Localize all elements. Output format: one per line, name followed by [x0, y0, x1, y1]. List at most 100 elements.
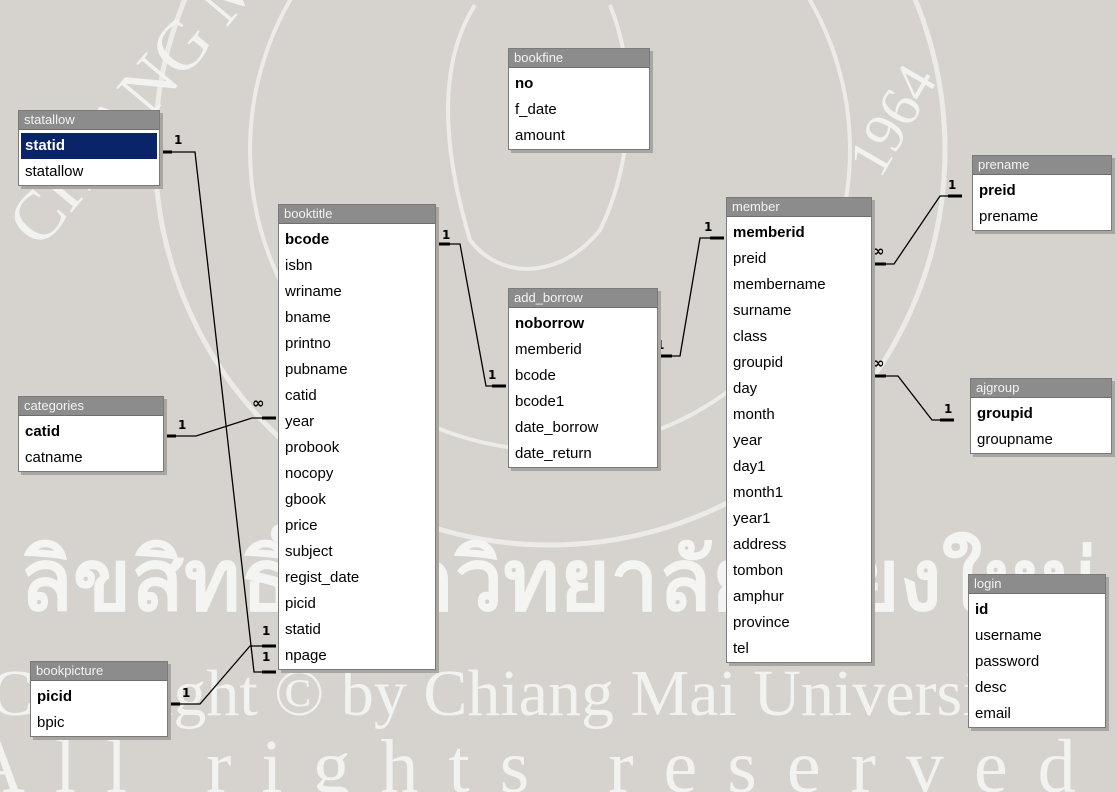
- table-field[interactable]: price: [285, 517, 318, 534]
- primary-key-field[interactable]: catid: [25, 423, 61, 440]
- table-field[interactable]: statid: [285, 621, 321, 638]
- table-field[interactable]: membername: [733, 276, 826, 293]
- primary-key-field[interactable]: picid: [37, 688, 73, 705]
- table-field[interactable]: date_borrow: [515, 419, 599, 436]
- table-field[interactable]: year: [733, 432, 763, 449]
- watermark-thai-text: ลิขสิทธิ์มหาวิทยาลัยเชียงใหม่: [20, 517, 1097, 631]
- table-prename[interactable]: prename preid prename: [972, 155, 1112, 231]
- table-field[interactable]: month: [733, 406, 775, 423]
- table-field[interactable]: memberid: [515, 341, 582, 358]
- table-field[interactable]: bpic: [37, 714, 65, 731]
- card-member-preid-many: ∞: [872, 242, 885, 260]
- table-field[interactable]: username: [975, 627, 1042, 644]
- table-field[interactable]: picid: [285, 595, 316, 612]
- table-field[interactable]: amphur: [733, 588, 784, 605]
- table-title[interactable]: login: [969, 575, 1105, 594]
- rel-booktitle-addborrow: [436, 242, 506, 388]
- table-title[interactable]: ajgroup: [971, 379, 1111, 398]
- rel-member-addborrow: [658, 236, 724, 358]
- table-field[interactable]: day: [733, 380, 758, 397]
- table-field[interactable]: isbn: [285, 257, 313, 274]
- card-member-groupid-many: ∞: [872, 354, 885, 372]
- table-field[interactable]: groupid: [733, 354, 784, 371]
- field-list: id username password desc email: [969, 594, 1105, 727]
- table-add_borrow[interactable]: add_borrow noborrow memberid bcode bcode1 dat…: [508, 288, 658, 468]
- table-field[interactable]: probook: [285, 439, 340, 456]
- table-field[interactable]: groupname: [977, 431, 1053, 448]
- card-booktitle-catid-many: ∞: [252, 394, 265, 412]
- table-field[interactable]: surname: [733, 302, 792, 319]
- table-field[interactable]: year1: [733, 510, 771, 527]
- table-field[interactable]: amount: [515, 127, 566, 144]
- table-field[interactable]: tombon: [733, 562, 784, 579]
- table-field[interactable]: subject: [285, 543, 333, 560]
- field-list: bcode isbn wriname bname printno pubname catid…: [279, 224, 435, 669]
- table-field[interactable]: nocopy: [285, 465, 334, 482]
- table-title[interactable]: member: [727, 198, 871, 217]
- table-login[interactable]: login id username password desc email: [968, 574, 1106, 728]
- card-member-memberid-one: 1: [704, 220, 713, 234]
- table-field[interactable]: tel: [733, 640, 749, 657]
- card-booktitle-bcode-one: 1: [442, 228, 451, 242]
- table-title[interactable]: prename: [973, 156, 1111, 175]
- table-field[interactable]: date_return: [515, 445, 592, 462]
- table-field[interactable]: catname: [25, 449, 83, 466]
- table-field[interactable]: pubname: [285, 361, 348, 378]
- table-field[interactable]: desc: [975, 679, 1007, 696]
- table-field[interactable]: gbook: [285, 491, 326, 508]
- rel-prename-member: [872, 194, 962, 266]
- table-field[interactable]: year: [285, 413, 315, 430]
- table-statallow[interactable]: statallow statid statallow: [18, 110, 160, 186]
- table-title[interactable]: bookpicture: [31, 662, 167, 681]
- table-ajgroup[interactable]: ajgroup groupid groupname: [970, 378, 1112, 454]
- primary-key-field[interactable]: noborrow: [515, 315, 585, 332]
- primary-key-field[interactable]: statid: [21, 133, 157, 159]
- table-field[interactable]: catid: [285, 387, 317, 404]
- table-member[interactable]: member memberid preid membername surname clas…: [726, 197, 872, 663]
- table-title[interactable]: booktitle: [279, 205, 435, 224]
- field-list: statid statallow: [19, 130, 159, 185]
- card-booktitle-picid-one: 1: [262, 624, 271, 638]
- table-title[interactable]: bookfine: [509, 49, 649, 68]
- table-field[interactable]: prename: [979, 208, 1039, 225]
- table-field[interactable]: email: [975, 705, 1011, 722]
- table-bookpicture[interactable]: bookpicture picid bpic: [30, 661, 168, 737]
- table-title[interactable]: categories: [19, 397, 163, 416]
- field-list: groupid groupname: [971, 398, 1111, 453]
- table-field[interactable]: statallow: [25, 163, 84, 180]
- table-booktitle[interactable]: booktitle bcode isbn wriname bname printno pub…: [278, 204, 436, 670]
- primary-key-field[interactable]: no: [515, 75, 534, 92]
- table-title[interactable]: add_borrow: [509, 289, 657, 308]
- watermark-year: 1964: [835, 54, 949, 187]
- primary-key-field[interactable]: id: [975, 601, 989, 618]
- field-list: preid prename: [973, 175, 1111, 230]
- table-field[interactable]: bcode1: [515, 393, 565, 410]
- primary-key-field[interactable]: bcode: [285, 231, 330, 248]
- table-field[interactable]: class: [733, 328, 768, 345]
- table-field[interactable]: f_date: [515, 101, 557, 118]
- table-field[interactable]: bcode: [515, 367, 556, 384]
- table-field[interactable]: password: [975, 653, 1040, 670]
- card-addborrow-bcode-one: 1: [488, 368, 497, 382]
- field-list: memberid preid membername surname class group…: [727, 217, 871, 662]
- primary-key-field[interactable]: preid: [979, 182, 1016, 199]
- table-field[interactable]: day1: [733, 458, 766, 475]
- table-field[interactable]: address: [733, 536, 787, 553]
- table-categories[interactable]: categories catid catname: [18, 396, 164, 472]
- field-list: catid catname: [19, 416, 163, 471]
- table-field[interactable]: bname: [285, 309, 331, 326]
- table-field[interactable]: preid: [733, 250, 767, 267]
- card-bookpicture-one: 1: [182, 686, 191, 700]
- table-field[interactable]: wriname: [285, 283, 342, 300]
- table-field[interactable]: province: [733, 614, 790, 631]
- table-field[interactable]: regist_date: [285, 569, 360, 586]
- table-title[interactable]: statallow: [19, 111, 159, 130]
- table-field[interactable]: month1: [733, 484, 784, 501]
- table-field[interactable]: printno: [285, 335, 331, 352]
- rel-ajgroup-member: [872, 374, 954, 422]
- primary-key-field[interactable]: groupid: [977, 405, 1033, 422]
- table-field[interactable]: npage: [285, 647, 327, 664]
- primary-key-field[interactable]: memberid: [733, 224, 805, 241]
